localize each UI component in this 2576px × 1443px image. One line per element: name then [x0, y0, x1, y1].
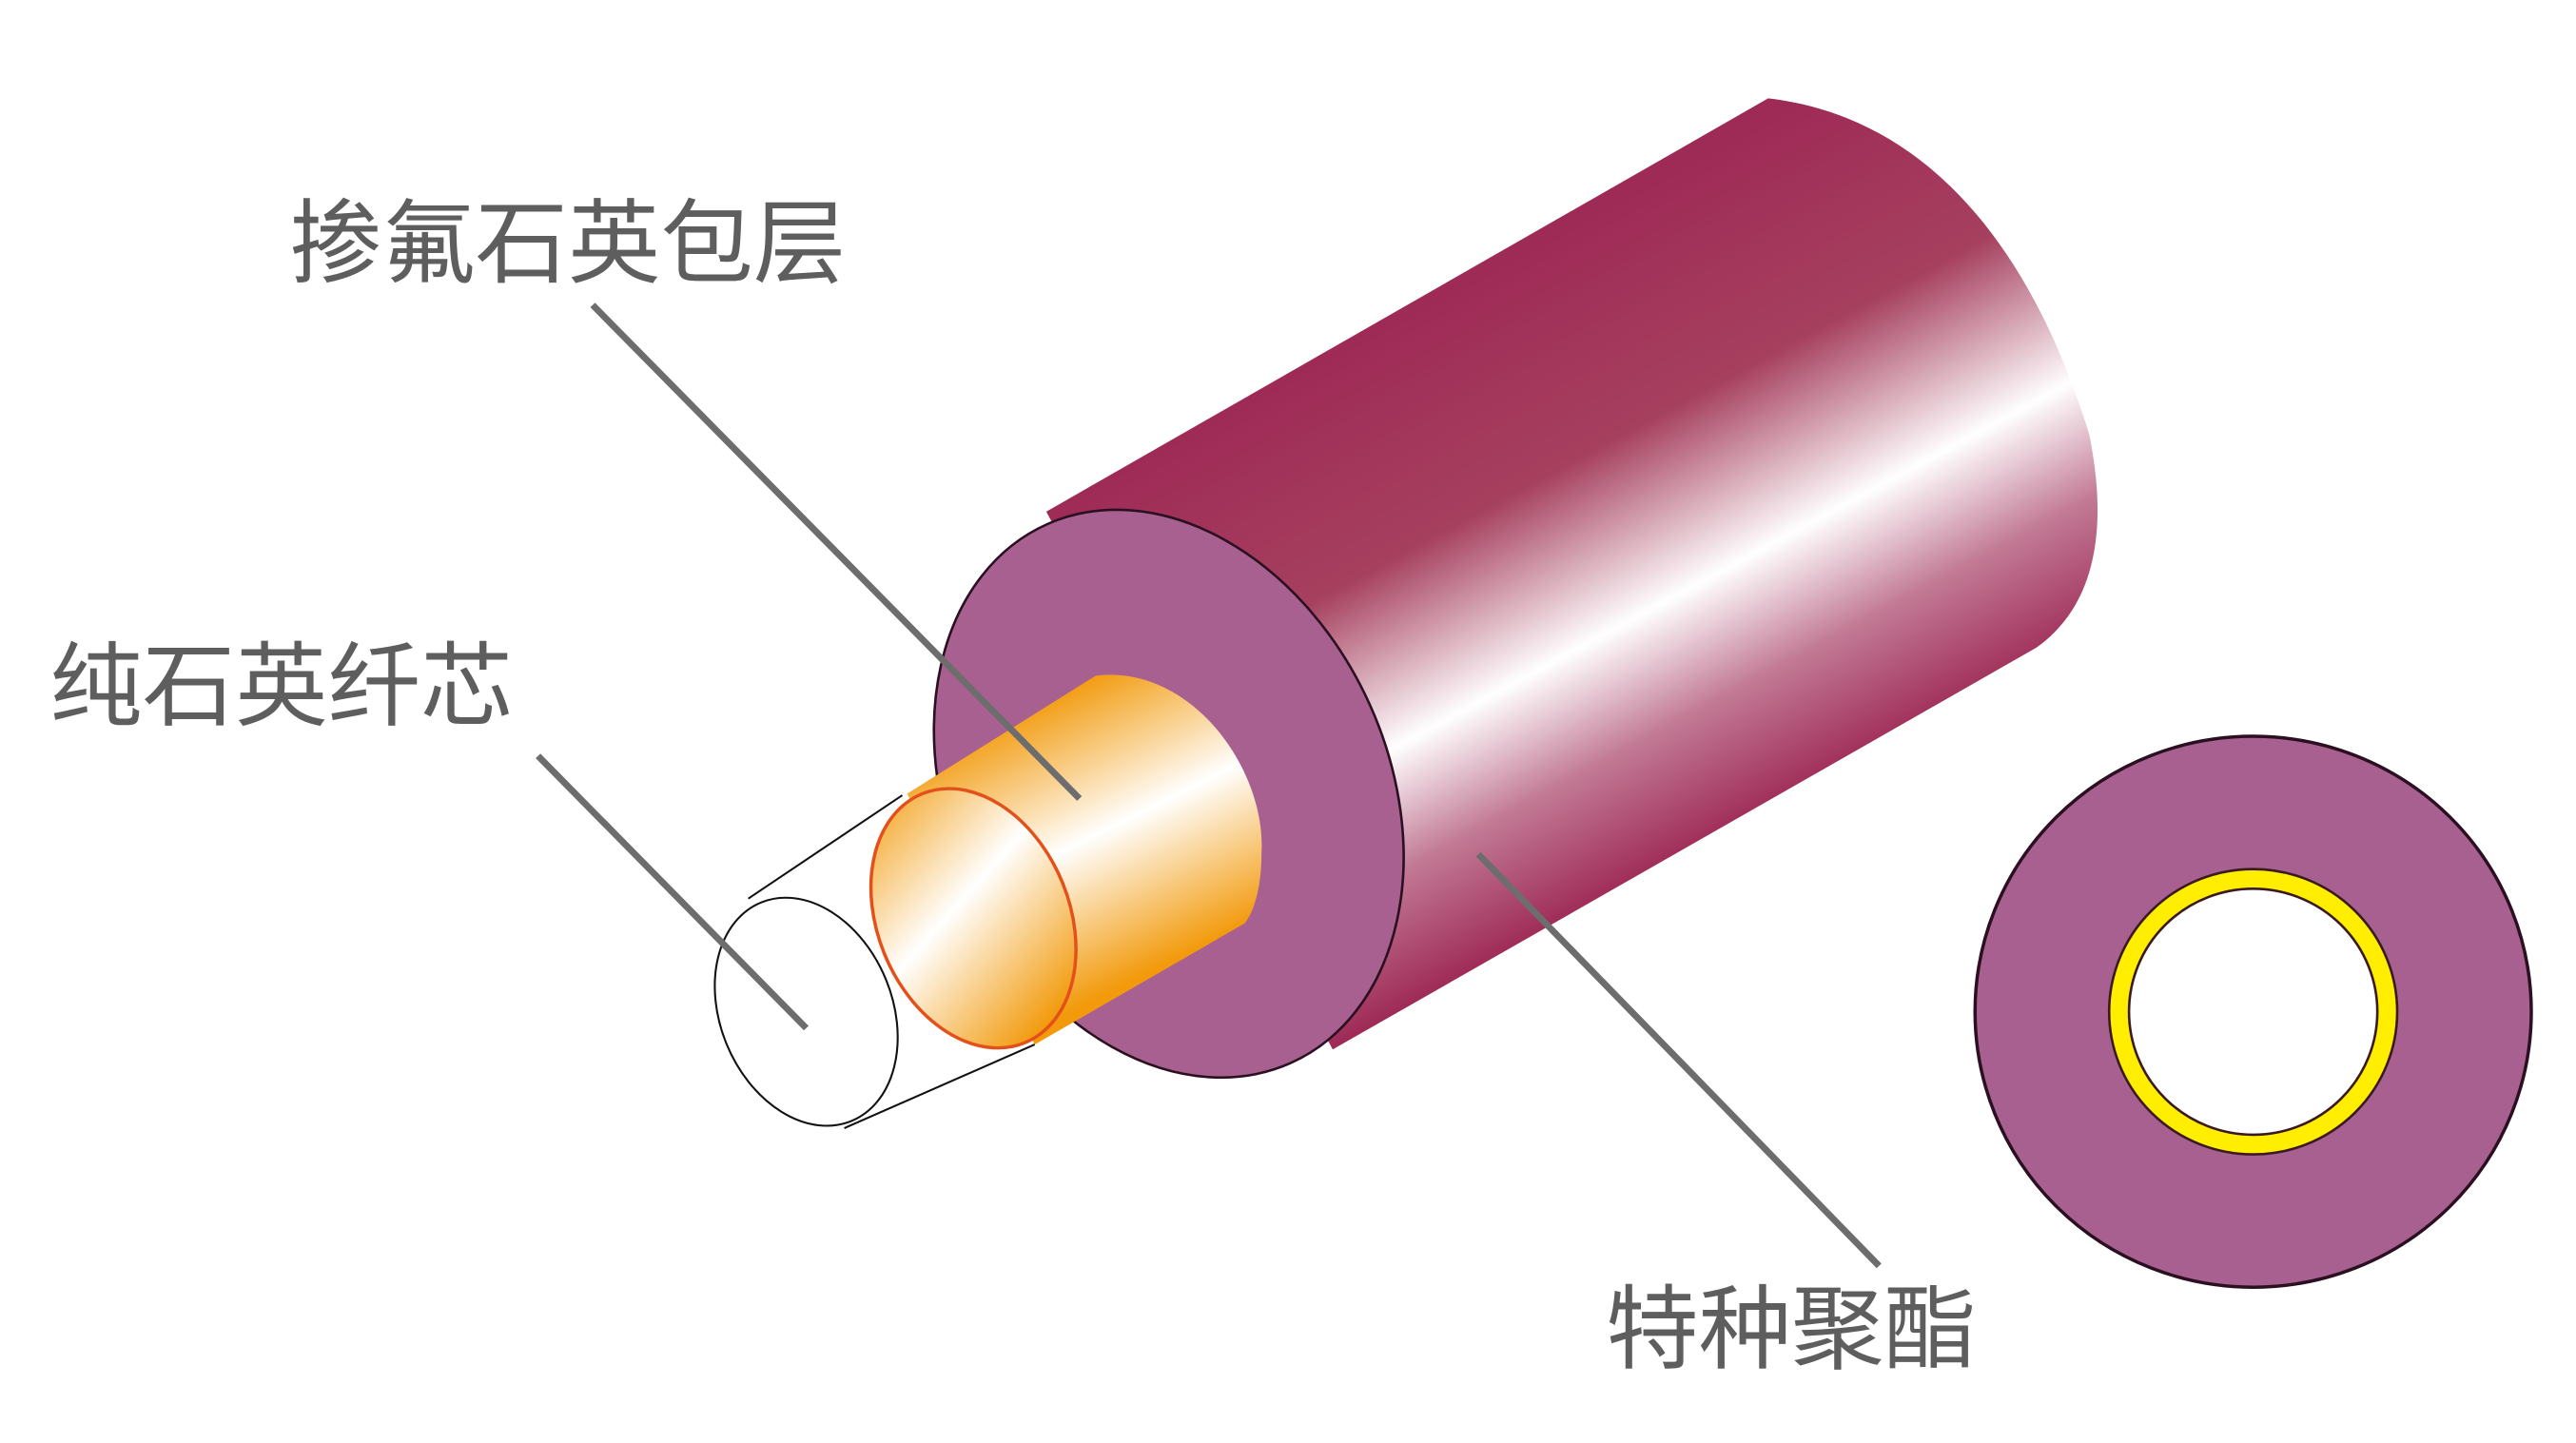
cladding-end-face — [868, 787, 1078, 1050]
cladding-cylinder — [868, 674, 1262, 1050]
cladding-leader-line — [590, 302, 1083, 801]
core-leader-line — [536, 753, 810, 1031]
core-end-face — [713, 896, 899, 1127]
cladding-label: 掺氟石英包层 — [290, 190, 847, 297]
cross-section-core — [2127, 887, 2379, 1137]
coating-leader-line — [1475, 851, 1882, 1269]
core-cylinder — [713, 794, 1036, 1129]
core-label: 纯石英纤芯 — [49, 633, 513, 739]
cross-section — [1973, 734, 2533, 1289]
coating-label: 特种聚酯 — [1606, 1276, 1977, 1382]
